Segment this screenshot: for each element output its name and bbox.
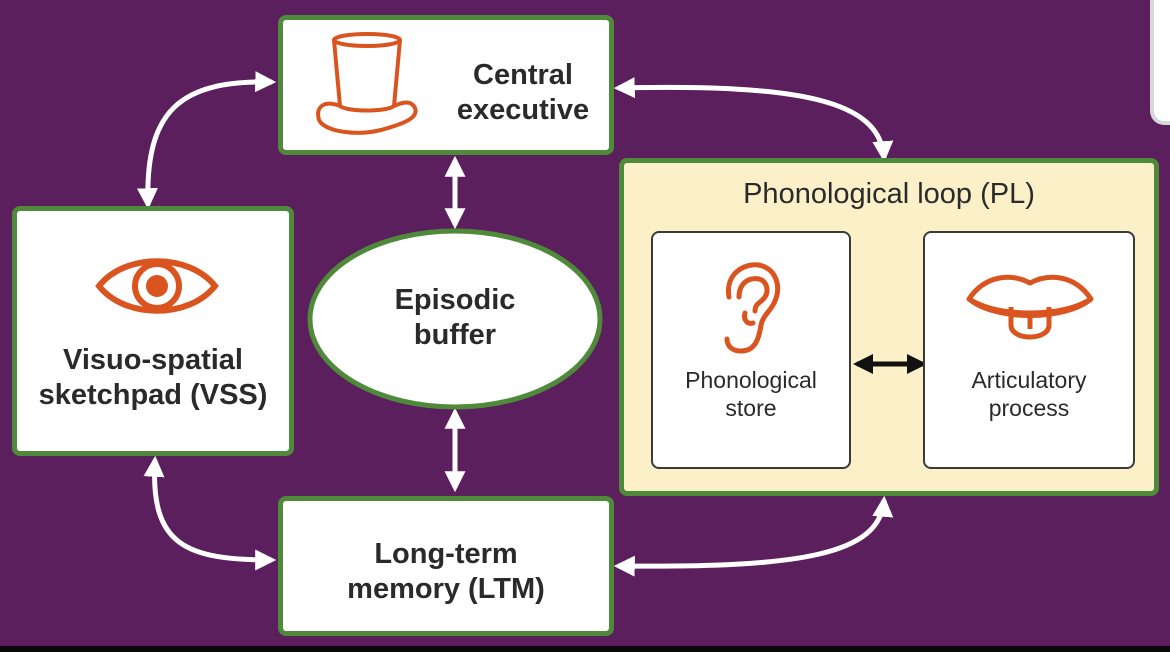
store-articulatory-arrow xyxy=(853,354,927,374)
arrow-pl-ltm xyxy=(613,495,894,577)
central-executive-label-1: Central xyxy=(473,59,573,91)
articulatory-process-box: Articulatory process xyxy=(923,231,1135,469)
ltm-label-2: memory (LTM) xyxy=(347,572,545,605)
ltm-label-1: Long-term xyxy=(374,538,518,570)
arrow-ce-vss xyxy=(136,71,277,210)
phonological-loop-box: Phonological loop (PL) Phonological stor… xyxy=(619,158,1159,496)
articulatory-process-label-2: process xyxy=(988,394,1070,421)
eye-icon xyxy=(95,258,219,314)
episodic-buffer-label-1: Episodic xyxy=(394,284,516,316)
arrow-ce-pl xyxy=(613,77,894,163)
phonological-loop-title: Phonological loop (PL) xyxy=(743,178,1035,210)
visuo-spatial-sketchpad-box: Visuo-spatial sketchpad (VSS) xyxy=(12,206,294,456)
bottom-strip xyxy=(0,646,1170,652)
arrow-vss-ltm xyxy=(143,455,277,571)
articulatory-process-label-1: Articulatory xyxy=(971,367,1087,393)
phonological-store-label-2: store xyxy=(725,394,777,421)
long-term-memory-box: Long-term memory (LTM) xyxy=(278,496,614,636)
episodic-buffer-label-2: buffer xyxy=(413,318,497,351)
phonological-store-label-1: Phonological xyxy=(685,367,817,393)
vss-label-2: sketchpad (VSS) xyxy=(38,378,268,411)
ear-icon xyxy=(724,262,781,354)
central-executive-box: Central executive xyxy=(278,15,614,155)
central-executive-label-2: executive xyxy=(456,93,590,126)
vss-label-1: Visuo-spatial xyxy=(63,344,243,376)
top-hat-icon xyxy=(316,32,418,135)
right-edge-panel xyxy=(1150,0,1170,125)
episodic-buffer-ellipse xyxy=(307,228,603,410)
mouth-tongue-icon xyxy=(966,274,1094,340)
phonological-store-box: Phonological store xyxy=(651,231,851,469)
